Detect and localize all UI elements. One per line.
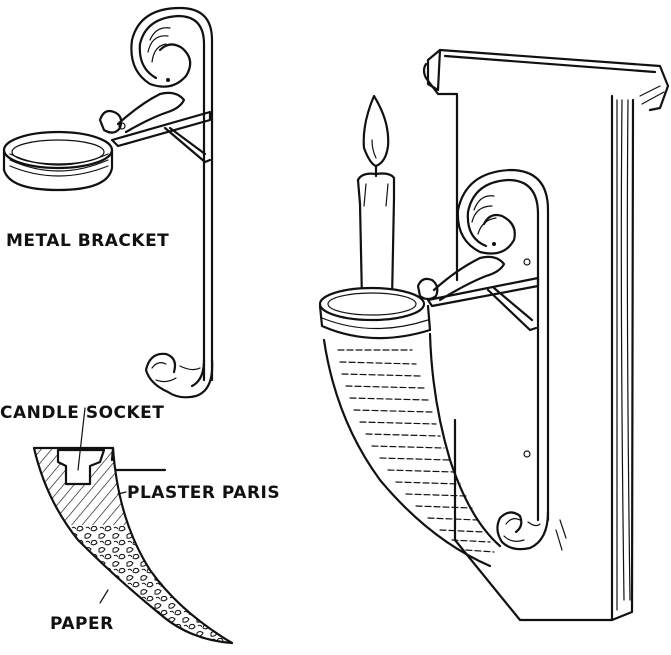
candle-socket-label: CANDLE SOCKET bbox=[0, 403, 165, 423]
candle-socket-cavity bbox=[56, 448, 106, 486]
bracket-bottom-scroll bbox=[144, 352, 214, 399]
bracket-arm bbox=[98, 91, 212, 164]
assembled-sconce-drawing bbox=[318, 48, 670, 622]
horn-ribbing bbox=[337, 349, 495, 553]
paper-leader bbox=[99, 589, 109, 604]
bracket-ring-socket bbox=[2, 130, 114, 192]
paper-fill bbox=[34, 525, 232, 643]
plaster-leader bbox=[117, 491, 127, 495]
bracket-top-scroll bbox=[130, 6, 214, 382]
metal-bracket-label: METAL BRACKET bbox=[6, 231, 170, 251]
candle bbox=[356, 94, 396, 302]
candle-flame bbox=[362, 94, 390, 168]
horn-candle-holder bbox=[318, 286, 502, 568]
sconce-metal-bracket bbox=[416, 168, 567, 551]
metal-bracket-drawing bbox=[2, 6, 214, 399]
plaster-paris-label: PLASTER PARIS bbox=[127, 483, 281, 503]
wood-backboard bbox=[422, 48, 670, 622]
candle-socket-leader bbox=[77, 407, 86, 471]
paper-label: PAPER bbox=[50, 614, 114, 634]
